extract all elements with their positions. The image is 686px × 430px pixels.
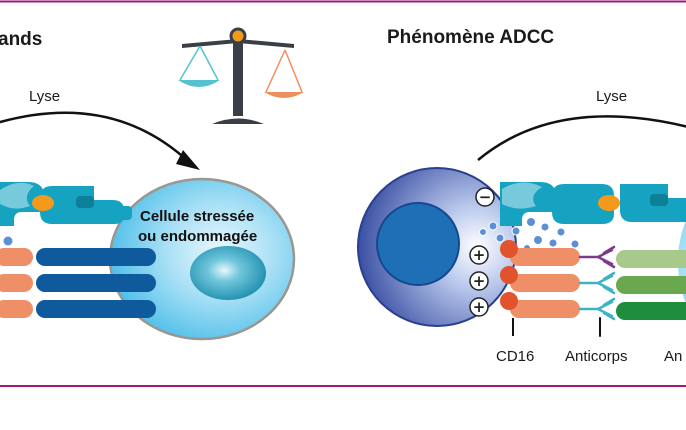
plus-sign-icon-3 xyxy=(469,297,489,317)
cd16-rows xyxy=(500,240,580,336)
target-nucleus xyxy=(190,246,266,300)
left-receptor-bars xyxy=(0,236,156,318)
target-cell-label-2: ou endommagée xyxy=(138,228,257,245)
anticorps-label: Anticorps xyxy=(565,348,628,365)
right-receptor-complex xyxy=(500,182,686,226)
right-panel-title: Phénomène ADCC xyxy=(387,27,554,48)
plus-sign-2: + xyxy=(473,272,486,290)
left-receptor-complex xyxy=(0,182,132,226)
left-lyse-label: Lyse xyxy=(29,88,60,105)
plus-sign-icon-2 xyxy=(469,271,489,291)
balance-scale-icon xyxy=(178,27,304,124)
left-panel-title: ands xyxy=(0,29,42,50)
cd16-label: CD16 xyxy=(496,348,534,365)
plus-sign-icon-1 xyxy=(469,245,489,265)
antibody-icons xyxy=(578,245,616,337)
plus-sign-1: + xyxy=(473,246,486,264)
minus-sign-icon xyxy=(475,187,495,207)
right-lyse-arrow xyxy=(477,115,686,161)
left-lyse-arrow xyxy=(0,111,191,164)
target-cell-label-1: Cellule stressée xyxy=(140,208,254,225)
left-arrowhead xyxy=(176,150,200,170)
right-lyse-label: Lyse xyxy=(596,88,627,105)
minus-sign: − xyxy=(479,188,492,206)
fragment-label: An xyxy=(664,348,682,365)
left-panel: ands Lyse Cellule stressée ou endommagée xyxy=(0,27,304,341)
nk-nucleus xyxy=(376,202,460,286)
right-panel: Phénomène ADCC Lyse − + + + xyxy=(357,27,686,365)
plus-sign-3: + xyxy=(473,298,486,316)
ligand-bars xyxy=(616,250,686,320)
